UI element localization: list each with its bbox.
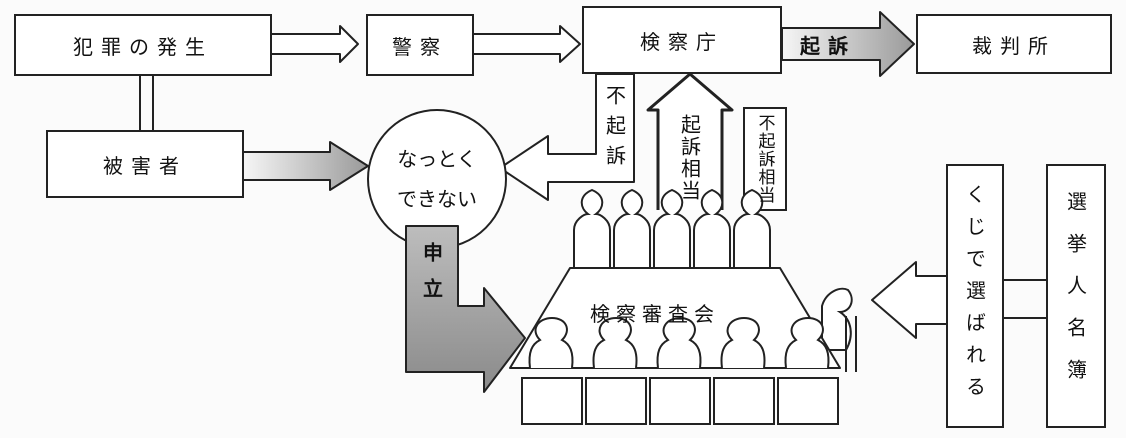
node-voter-list: 選挙人名簿 [1046,164,1106,428]
label-indict-appropriate: 起訴相当 [677,114,702,202]
arrow-indict-appropriate [646,72,734,210]
arrow-petition [405,225,526,393]
node-court: 裁判所 [916,14,1112,74]
node-police: 警察 [366,14,474,76]
not-convinced-text: なっとく できない [368,110,506,248]
arrow-police-to-prosecutor [474,25,581,63]
label-non-indict-appropriate: 不起訴相当 [754,114,775,204]
arrow-indict [781,11,915,77]
label-indict: 起訴 [800,34,856,58]
committee-side-member [821,287,857,372]
node-prosecutor: 検察庁 [582,6,782,74]
arrow-lottery [871,261,946,339]
connector-crime-victim [139,74,154,130]
label-non-indict: 不起訴 [602,85,627,175]
not-convinced-line-1: なっとく [397,147,477,171]
arrow-non-indict [499,73,635,201]
node-victim: 被害者 [46,130,244,198]
connector-voters-lottery [1004,279,1046,319]
node-lottery: くじで選ばれる [946,164,1004,428]
committee-back-row [573,188,771,268]
arrow-victim-to-circle [242,141,369,191]
arrow-crime-to-police [272,25,359,63]
node-crime: 犯罪の発生 [14,14,272,76]
label-petition: 申立 [419,242,444,314]
node-review-board: 検察審査会 [590,302,720,326]
not-convinced-line-2: できない [397,187,477,211]
committee-front-row [521,316,839,425]
